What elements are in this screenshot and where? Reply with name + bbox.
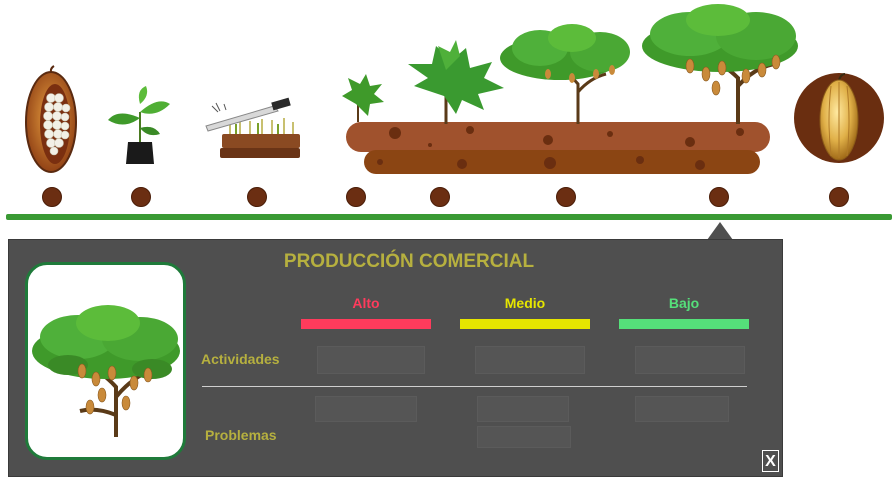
- stage-thumbnail: [25, 262, 186, 460]
- rows-divider: [202, 386, 747, 387]
- stage-node-4[interactable]: [346, 187, 366, 207]
- growth-stages-art: [25, 4, 884, 174]
- production-tree-image: [642, 4, 798, 124]
- close-button[interactable]: X: [762, 450, 779, 472]
- level-medium-label: Medio: [504, 295, 546, 311]
- selected-stage-pointer: [707, 222, 733, 240]
- stage-node-3[interactable]: [247, 187, 267, 207]
- stage-node-5[interactable]: [430, 187, 450, 207]
- stage-node-6[interactable]: [556, 187, 576, 207]
- stage-node-7-selected[interactable]: [709, 187, 729, 207]
- production-tree-thumbnail-image: [32, 305, 180, 437]
- stage-illustration-strip: [0, 0, 896, 230]
- problem-slot-medium-2[interactable]: [477, 426, 571, 448]
- seedling-bag-image: [108, 86, 170, 164]
- activity-slot-low[interactable]: [635, 346, 745, 374]
- level-low-label: Bajo: [668, 295, 700, 311]
- developing-tree-image: [500, 24, 630, 124]
- problem-slot-medium[interactable]: [477, 396, 569, 422]
- activity-slot-medium[interactable]: [475, 346, 585, 374]
- problems-label: Problemas: [205, 427, 277, 443]
- grafting-tray-image: [205, 97, 300, 158]
- harvest-pod-image: [794, 73, 884, 163]
- young-plant-image: [342, 74, 384, 122]
- level-medium-bar: [460, 319, 590, 329]
- level-high-label: Alto: [352, 295, 380, 311]
- stage-node-2[interactable]: [131, 187, 151, 207]
- stage-node-8[interactable]: [829, 187, 849, 207]
- panel-title: PRODUCCIÓN COMERCIAL: [283, 251, 535, 272]
- timeline-line: [6, 214, 892, 220]
- stage-detail-panel: PRODUCCIÓN COMERCIAL Alto Medio Bajo Act…: [8, 239, 783, 477]
- activity-slot-high[interactable]: [317, 346, 425, 374]
- problem-slot-low[interactable]: [635, 396, 729, 422]
- level-low-bar: [619, 319, 749, 329]
- problem-slot-high[interactable]: [315, 396, 417, 422]
- activities-label: Actividades: [201, 351, 280, 367]
- open-cacao-pod-image: [25, 65, 77, 173]
- growing-plant-image: [408, 40, 504, 124]
- soil-beds-image: [346, 122, 770, 174]
- level-high-bar: [301, 319, 431, 329]
- stage-node-1[interactable]: [42, 187, 62, 207]
